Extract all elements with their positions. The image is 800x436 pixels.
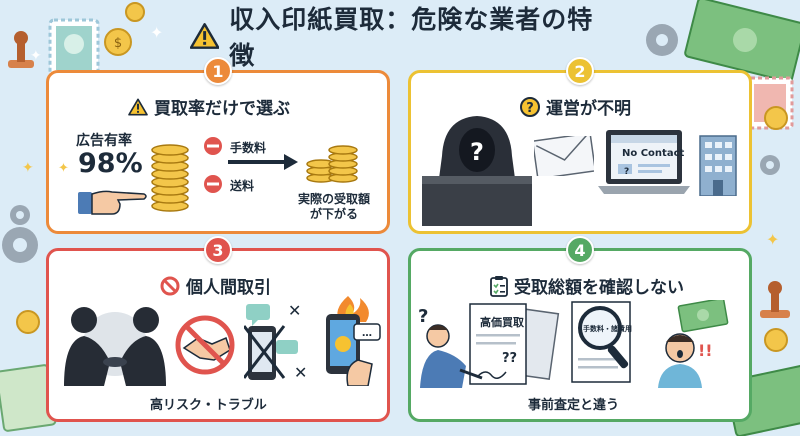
document-title: 高価買取 xyxy=(480,316,524,329)
handshake-silhouette-icon xyxy=(64,307,166,386)
laptop-icon: ? xyxy=(598,130,690,194)
panel-title: 個人間取引 xyxy=(160,273,271,298)
warning-icon xyxy=(128,97,148,116)
coin-icon xyxy=(764,328,788,352)
panel-title-text: 個人間取引 xyxy=(186,278,271,298)
svg-text:!!: !! xyxy=(698,341,713,360)
prohibited-icon xyxy=(160,276,180,295)
panel-title: 買取率だけで選ぶ xyxy=(128,94,290,119)
svg-text:✕: ✕ xyxy=(294,363,307,382)
svg-text:✦: ✦ xyxy=(30,48,42,64)
coin-icon xyxy=(125,2,145,22)
warning-icon xyxy=(190,23,220,49)
stamp-icon xyxy=(48,18,100,78)
panel-title-text: 買取率だけで選ぶ xyxy=(154,99,290,119)
document-fine-print: 手数料・諸費用 xyxy=(583,325,632,333)
coin-stack-icon xyxy=(151,144,189,212)
stamper-icon xyxy=(8,31,34,68)
panel-number-badge: 4 xyxy=(566,236,594,264)
gear-icon xyxy=(646,24,678,56)
result-text: 実際の受取額 が下がる xyxy=(288,192,380,222)
panel-caption: 事前査定と違う xyxy=(528,398,620,413)
person-signing-document-icon: ? ?? xyxy=(418,303,560,388)
panel-number-badge: 1 xyxy=(204,57,232,85)
phone-fire-icon: … xyxy=(326,296,381,386)
stamper-icon xyxy=(760,281,790,318)
pointing-hand-icon xyxy=(78,190,147,215)
arrow-right-icon xyxy=(228,154,298,170)
ad-label: 広告有率 xyxy=(76,133,132,149)
checklist-icon xyxy=(490,275,508,297)
panel-title: 受取総額を確認しない xyxy=(490,273,684,298)
question-icon: ? xyxy=(520,96,540,117)
coin-icon: $ xyxy=(104,28,132,56)
coin-icon xyxy=(16,310,40,334)
ad-rate: 98% xyxy=(78,148,143,179)
page-title: 収入印紙買取：危険な業者の特徴 xyxy=(190,5,610,70)
panel-title: ? 運営が不明 xyxy=(520,94,631,119)
panel-number-badge: 2 xyxy=(566,57,594,85)
svg-text:✕: ✕ xyxy=(288,302,301,320)
gear-icon xyxy=(760,155,780,175)
surprised-person-icon: !! xyxy=(658,300,729,388)
svg-text:?: ? xyxy=(470,138,484,166)
panel-number-badge: 3 xyxy=(204,236,232,264)
svg-text:?: ? xyxy=(526,101,534,116)
sparkle-icon: ✦ xyxy=(58,161,69,174)
minus-icon xyxy=(204,175,222,193)
svg-text:✦: ✦ xyxy=(150,23,163,42)
result-line-2: が下がる xyxy=(309,207,358,221)
screen-text: No Contact xyxy=(622,148,685,159)
svg-text:✦: ✦ xyxy=(58,161,69,174)
building-icon xyxy=(699,135,737,196)
hooded-figure-icon: ? xyxy=(422,116,532,226)
minus-icon xyxy=(204,137,222,155)
svg-text:?: ? xyxy=(624,167,629,177)
svg-text:??: ?? xyxy=(502,351,517,366)
coin-icon xyxy=(764,106,788,130)
no-handshake-icon xyxy=(175,315,235,375)
title-text: 収入印紙買取：危険な業者の特徴 xyxy=(229,5,594,70)
magnified-document-icon xyxy=(571,301,631,383)
svg-text:✦: ✦ xyxy=(22,160,34,176)
svg-text:…: … xyxy=(362,328,372,339)
svg-text:✦: ✦ xyxy=(766,230,779,249)
envelope-icon xyxy=(534,136,594,176)
coin-stack-icon xyxy=(306,145,358,183)
panel-title-text: 受取総額を確認しない xyxy=(514,278,684,298)
deduction-shipping: 送料 xyxy=(230,179,255,193)
deduction-fee: 手数料 xyxy=(230,141,267,155)
panel-caption: 高リスク・トラブル xyxy=(150,398,267,413)
panel-title-text: 運営が不明 xyxy=(546,99,631,119)
gear-icon xyxy=(2,205,38,263)
result-line-1: 実際の受取額 xyxy=(297,192,370,206)
banknote-icon xyxy=(684,0,800,83)
svg-text:$: $ xyxy=(114,36,122,51)
crossed-phone-icon: ✕ ✕ xyxy=(244,302,307,382)
svg-text:?: ? xyxy=(418,306,428,327)
